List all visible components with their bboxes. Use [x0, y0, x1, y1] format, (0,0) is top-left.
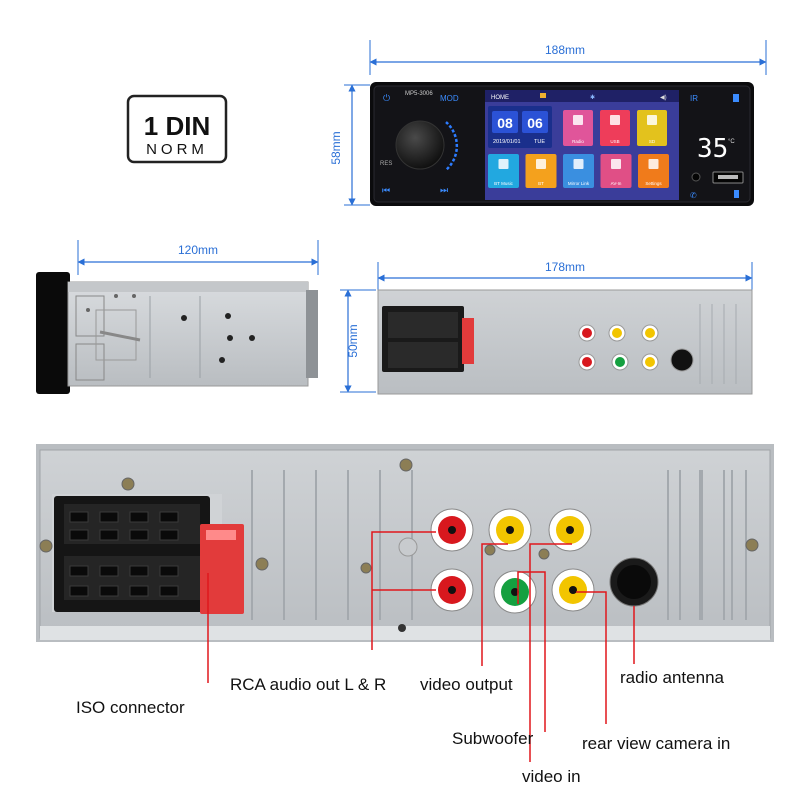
iso-pin [159, 511, 179, 523]
app-tile-label: Radio [572, 139, 584, 144]
app-tile-label: BT [538, 181, 544, 186]
iso-pin [69, 585, 89, 597]
iso-pin [99, 585, 119, 597]
source-icon [734, 190, 739, 198]
iso-pin [99, 511, 119, 523]
app-row-top: Radio USB SD [563, 110, 667, 146]
back-height-label: 50mm [346, 324, 360, 357]
callout-iso-connector: ISO connector [76, 698, 185, 717]
app-tile-sd[interactable]: SD [637, 110, 667, 146]
radio-antenna-socket[interactable] [609, 557, 659, 607]
video-output-jack[interactable] [488, 508, 532, 552]
front-height-label: 58mm [329, 131, 343, 164]
app-tile-label: Mirror Link [568, 181, 590, 186]
app-icon [498, 159, 509, 169]
front-width-label: 188mm [545, 43, 585, 57]
volume-knob[interactable] [395, 120, 445, 170]
video-in-jack[interactable] [548, 508, 592, 552]
app-tile-label: BT Music [494, 181, 513, 186]
app-icon [611, 159, 621, 169]
front-panel: ⏻ MP5-3006 MOD RES ⏮ ⏭ HOME ✱ ◀) 08 06 2… [370, 82, 754, 206]
app-icon [610, 115, 620, 125]
camera-status-icon [540, 93, 546, 98]
clock-date: 2019/01/01 [493, 139, 521, 145]
iso-pin [129, 585, 149, 597]
mute-icon [733, 94, 739, 102]
clock-hours: 08 [497, 115, 513, 131]
back-view-small [377, 289, 753, 395]
subwoofer-jack[interactable] [493, 570, 537, 614]
app-row-bottom: BT Music BT Mirror Link AV-In Settings [488, 154, 669, 188]
callout-lines [207, 531, 635, 762]
iso-pin [129, 511, 149, 523]
iso-pin [129, 529, 149, 541]
call-icon: ✆ [690, 191, 697, 200]
back-view-large [36, 444, 774, 642]
app-tile-settings[interactable]: Settings [638, 154, 669, 188]
iso-pin [159, 585, 179, 597]
rca-audio-right[interactable] [430, 568, 474, 612]
rca-audio-left[interactable] [430, 508, 474, 552]
iso-pin [69, 565, 89, 577]
app-icon [573, 159, 584, 169]
clock-minutes: 06 [527, 115, 543, 131]
side-depth-label: 120mm [178, 243, 218, 257]
back-dimensions: 178mm 50mm [340, 260, 753, 393]
aux-jack[interactable] [691, 172, 701, 182]
temperature-value: 35 [697, 134, 728, 164]
ir-label: IR [690, 94, 698, 103]
front-dimensions: 188mm 58mm [329, 40, 767, 206]
iso-pin [99, 565, 119, 577]
callout-video-output: video output [420, 675, 513, 694]
mode-button[interactable]: MOD [440, 94, 459, 103]
temperature-unit: °C [728, 139, 735, 145]
app-icon [573, 115, 583, 125]
din-badge-line2: NORM [146, 141, 208, 158]
model-label: MP5-3006 [405, 91, 433, 97]
callout-rca-audio: RCA audio out L & R [230, 675, 386, 694]
app-icon [648, 159, 659, 169]
app-tile-mirror-link[interactable]: Mirror Link [563, 154, 594, 188]
iso-pin [129, 565, 149, 577]
reset-button[interactable]: RES [380, 161, 392, 167]
next-track-icon[interactable]: ⏭ [440, 185, 448, 195]
temperature-display: 35 °C [697, 134, 735, 164]
din-badge: 1 DIN NORM [126, 94, 228, 164]
app-tile-label: USB [610, 139, 619, 144]
app-tile-bt-music[interactable]: BT Music [488, 154, 519, 188]
power-icon: ⏻ [383, 93, 390, 103]
rear-camera-jack[interactable] [551, 568, 595, 612]
app-tile-bt[interactable]: BT [525, 154, 557, 188]
app-tile-av-in[interactable]: AV-In [600, 154, 632, 188]
app-tile-label: Settings [645, 181, 662, 186]
clock-weekday: TUE [534, 139, 545, 145]
callout-rear-camera: rear view camera in [582, 734, 730, 753]
iso-fuse-block [200, 524, 244, 614]
app-icon [647, 115, 657, 125]
volume-status-icon: ◀) [660, 95, 667, 101]
side-view [36, 272, 318, 394]
callout-radio-antenna: radio antenna [620, 668, 725, 687]
iso-pin [99, 529, 119, 541]
back-width-label: 178mm [545, 260, 585, 274]
iso-pin [69, 529, 89, 541]
iso-pin [159, 529, 179, 541]
app-tile-radio[interactable]: Radio [563, 110, 593, 146]
iso-pin [159, 565, 179, 577]
app-tile-label: SD [649, 139, 656, 144]
callout-labels: ISO connector RCA audio out L & R video … [76, 668, 730, 786]
iso-pin [69, 511, 89, 523]
app-tile-label: AV-In [611, 181, 622, 186]
din-badge-line1: 1 DIN [144, 111, 210, 141]
prev-track-icon[interactable]: ⏮ [382, 185, 390, 195]
callout-subwoofer: Subwoofer [452, 729, 534, 748]
home-label: HOME [491, 95, 509, 101]
app-icon [536, 159, 546, 169]
side-dimensions: 120mm [77, 240, 319, 275]
app-tile-usb[interactable]: USB [600, 110, 630, 146]
bluetooth-status-icon: ✱ [590, 94, 595, 101]
callout-video-in: video in [522, 767, 581, 786]
